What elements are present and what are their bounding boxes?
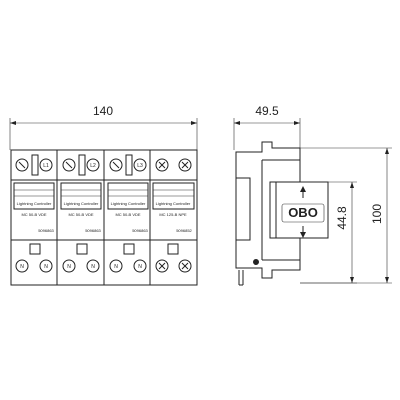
module-3: L3 Lightning Controller MC 50-B VDE 5096… [107, 154, 149, 273]
module-4-code: 5096852 [176, 228, 192, 233]
depth-dimension: 49.5 [233, 104, 301, 150]
depth-dimension-label: 49.5 [255, 104, 279, 118]
module-3-code: 5096863 [132, 228, 148, 233]
module-1-type: MC 50-B VDE [21, 212, 46, 217]
obo-label-plate [269, 181, 329, 239]
module-2-code: 5096863 [85, 228, 101, 233]
module-2: L2 Lightning Controller MC 50-B VDE 5096… [60, 154, 102, 273]
module-1-top-label: L1 [43, 163, 49, 169]
inner-height-dimension-label: 44.8 [335, 206, 349, 230]
front-view: 140 L1 Lightning Controller MC 50-B VDE … [9, 104, 198, 286]
module-1-bottom-left: N [20, 264, 24, 270]
module-3-top-label: L3 [137, 163, 143, 169]
height-dimension-label: 100 [370, 204, 384, 224]
module-3-name: Lightning Controller [111, 201, 146, 206]
obo-brand: OBO [288, 205, 318, 220]
module-2-bottom-left: N [67, 264, 71, 270]
module-2-name: Lightning Controller [64, 201, 99, 206]
module-3-bottom-right: N [138, 264, 142, 270]
height-dimension: 100 [300, 147, 392, 284]
module-4-type: MC 125-B NPE [159, 212, 187, 217]
module-2-top-label: L2 [90, 163, 96, 169]
module-3-bottom-left: N [114, 264, 118, 270]
width-dimension-label: 140 [93, 104, 113, 118]
module-4-name: Lightning Controller [156, 201, 191, 206]
module-1-name: Lightning Controller [17, 201, 52, 206]
module-1-bottom-right: N [44, 264, 48, 270]
module-4: Lightning Controller MC 125-B NPE 509685… [152, 158, 195, 273]
module-2-type: MC 50-B VDE [68, 212, 93, 217]
side-view: 49.5 OBO 44.8 [233, 104, 392, 286]
module-3-type: MC 50-B VDE [115, 212, 140, 217]
module-1: L1 Lightning Controller MC 50-B VDE 5096… [13, 154, 55, 273]
module-2-bottom-right: N [91, 264, 95, 270]
module-1-code: 5096863 [38, 228, 54, 233]
width-dimension: 140 [9, 104, 198, 150]
